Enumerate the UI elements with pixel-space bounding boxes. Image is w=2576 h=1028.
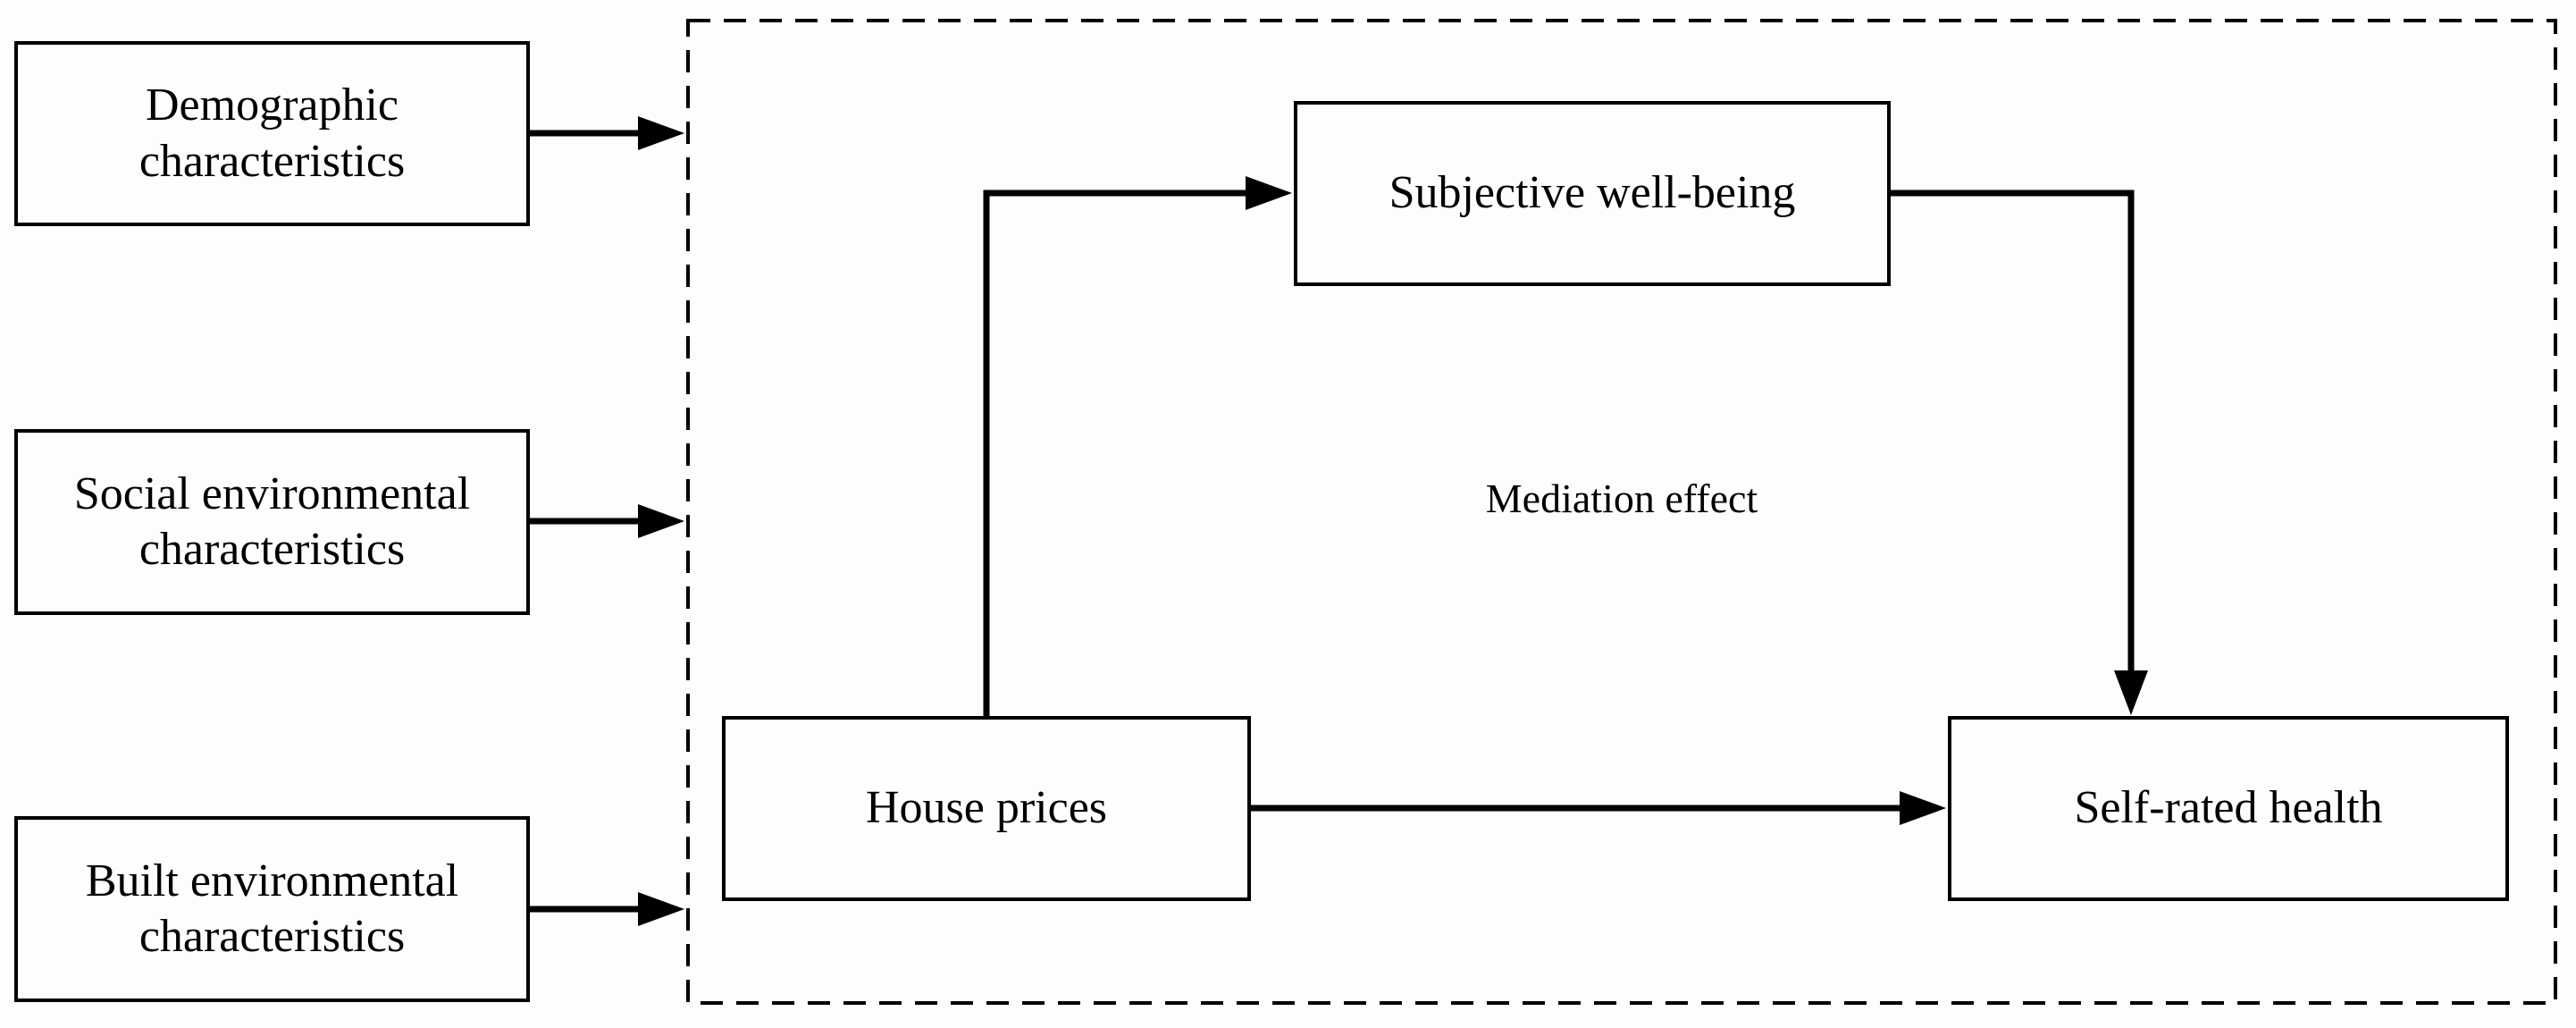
arrow-head [1246, 176, 1292, 210]
box-house-prices-label: House prices [865, 782, 1108, 834]
arrow-head [638, 116, 684, 150]
mediation-effect-label: Mediation effect [1485, 476, 1758, 521]
box-demographic-characteristics-label: Demographic characteristics [138, 80, 406, 187]
mediation-region-border [686, 19, 2557, 1005]
box-social-environmental-characteristics: Social environmental characteristics [14, 429, 530, 615]
arrow-head [1900, 791, 1946, 825]
arrow-head [638, 504, 684, 538]
arrow-demographic-to-region [527, 116, 684, 150]
arrow-built-to-region [527, 892, 684, 926]
arrow-social-to-region [527, 504, 684, 538]
box-built-environmental-characteristics-label: Built environmental characteristics [85, 855, 459, 962]
arrow-shaft [1889, 190, 2135, 672]
arrow-head [638, 892, 684, 926]
box-subjective-well-being: Subjective well-being [1294, 101, 1891, 286]
arrow-house-prices-to-self-rated-health [1249, 791, 1946, 825]
box-built-environmental-characteristics: Built environmental characteristics [14, 816, 530, 1002]
arrow-shaft [983, 190, 1247, 720]
arrow-subjective-well-being-to-self-rated-health [1889, 190, 2148, 715]
box-self-rated-health: Self-rated health [1948, 716, 2509, 901]
box-demographic-characteristics: Demographic characteristics [14, 41, 530, 226]
box-self-rated-health-label: Self-rated health [2074, 782, 2383, 834]
box-social-environmental-characteristics-label: Social environmental characteristics [73, 468, 471, 575]
arrow-head [2114, 670, 2148, 715]
box-house-prices: House prices [722, 716, 1251, 901]
arrow-house-prices-to-subjective-well-being [983, 176, 1292, 720]
box-subjective-well-being-label: Subjective well-being [1389, 167, 1796, 219]
